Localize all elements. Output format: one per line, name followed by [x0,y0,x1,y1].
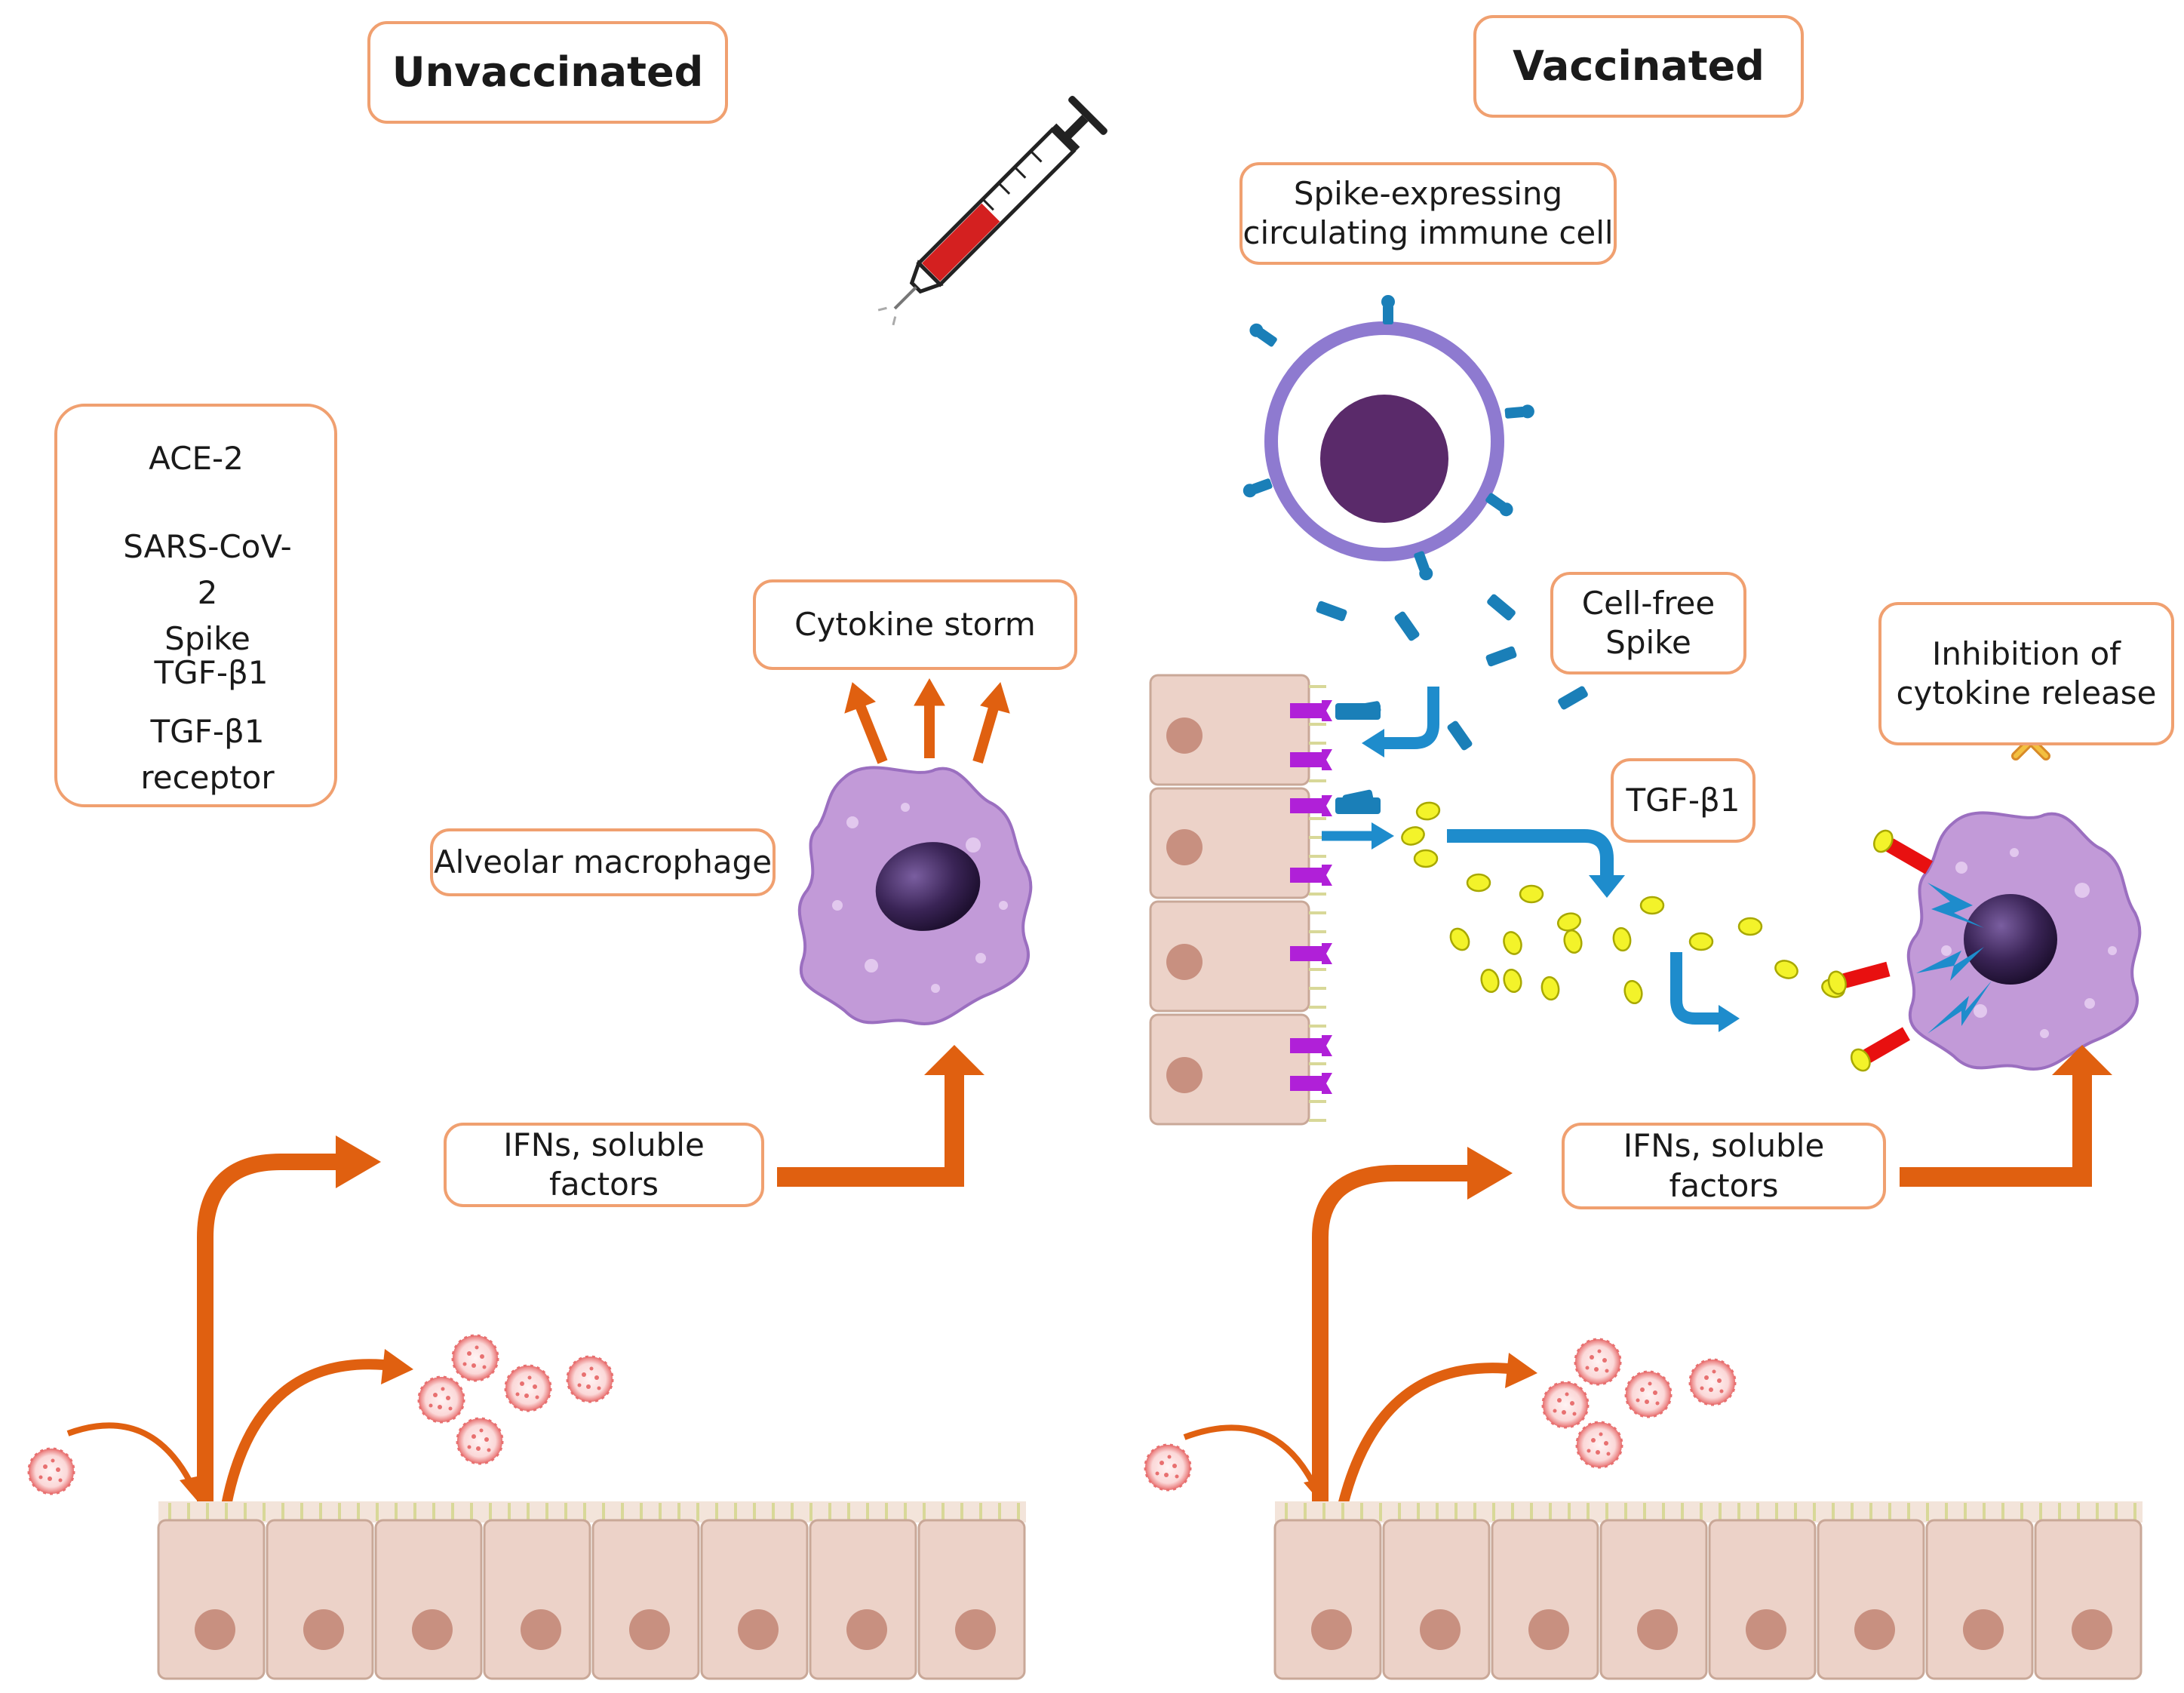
spike-expressing-cell-box: Spike-expressing circulating immune cell [1239,162,1617,265]
cell-free-line1: Cell-free [1581,584,1716,622]
unvaccinated-label: Unvaccinated [392,48,704,97]
legend-receptor-line2: receptor [140,758,275,796]
alveolar-macrophage-icon [797,766,1033,1025]
syringe-icon [877,96,1107,326]
legend-spike-label: SARS-CoV-2 Spike [113,524,302,662]
ifns-left-label: IFNs, soluble factors [503,1126,705,1203]
cell-free-spike-box: Cell-free Spike [1550,572,1746,674]
epithelium-left-icon [157,1501,1026,1680]
epithelium-column-icon [1149,674,1381,1126]
right-arrow-heads-icon [1304,1045,2112,1504]
right-orange-arrows-icon [1183,1075,2092,1507]
immune-cell-icon [1241,295,1535,582]
spike-cell-line1: Spike-expressing [1293,174,1563,212]
inhibition-box: Inhibition of cytokine release [1878,602,2174,745]
epithelium-right-icon [1273,1501,2143,1680]
vaccinated-header: Vaccinated [1473,15,1804,118]
ifns-right-label: IFNs, soluble factors [1623,1127,1825,1204]
cytokine-storm-arrows-icon [844,678,1010,764]
inhibition-line2: cytokine release [1896,674,2157,711]
unvaccinated-header: Unvaccinated [367,21,728,124]
cytokine-storm-label: Cytokine storm [794,605,1036,643]
legend-spike-line2: Spike [164,619,250,657]
ifns-right-box: IFNs, soluble factors [1562,1123,1886,1209]
blue-arrows-icon [1322,687,1740,1032]
legend-tgf-label: TGF-β1 [154,654,269,691]
left-orange-arrows-icon [66,1071,964,1507]
inhibition-line1: Inhibition of [1932,634,2121,672]
legend-panel [54,404,337,807]
virus-particles-left-icon [27,1334,614,1495]
legend-receptor-line1: TGF-β1 [150,713,265,750]
tgf-box: TGF-β1 [1611,758,1755,843]
vaccinated-label: Vaccinated [1513,42,1765,91]
legend-spike-line1: SARS-CoV-2 [123,528,292,611]
left-arrow-heads-icon [180,1045,984,1501]
alveolar-macrophage-label: Alveolar macrophage [433,843,773,880]
inhibited-macrophage-icon [1906,811,2142,1071]
alveolar-macrophage-box: Alveolar macrophage [430,828,776,896]
legend-receptor-label: TGF-β1 receptor [132,709,283,801]
cell-free-spike-icon [1315,593,1590,807]
spike-cell-line2: circulating immune cell [1243,214,1614,251]
cytokine-storm-box: Cytokine storm [753,579,1077,670]
tgf-label: TGF-β1 [1626,781,1740,819]
legend-ace2-label: ACE-2 [149,440,244,477]
cell-free-line2: Spike [1605,624,1691,661]
ifns-left-box: IFNs, soluble factors [444,1123,764,1207]
virus-particles-right-icon [1144,1338,1737,1492]
tgf-receptor-icon [1825,826,1992,1075]
